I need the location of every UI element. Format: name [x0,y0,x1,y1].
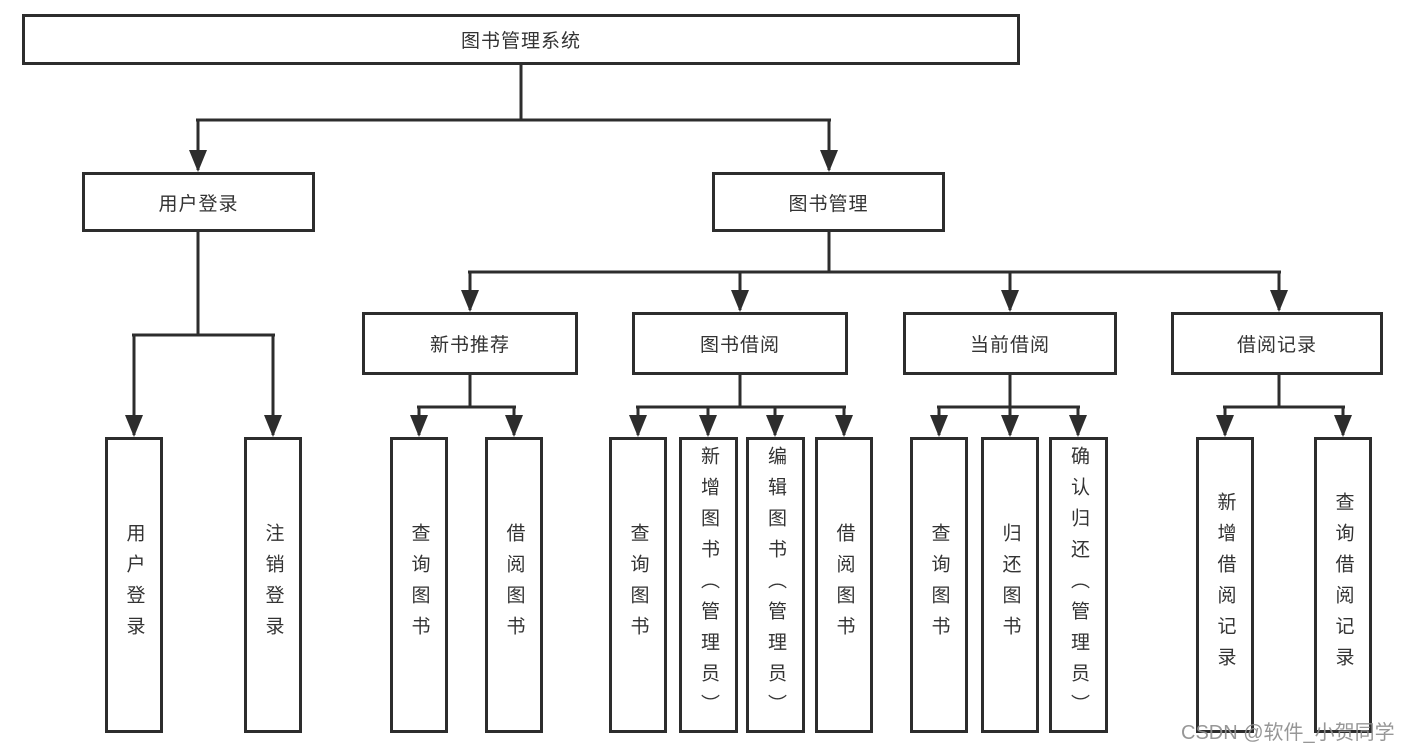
leaf-current-query-books: 查询图书 [910,437,968,733]
node-book-borrow-label: 图书借阅 [699,335,780,356]
node-current-borrow: 当前借阅 [903,312,1117,375]
leaf-logout-label: 注销登录 [262,523,284,647]
leaf-query-borrow-record-label: 查询借阅记录 [1332,492,1354,678]
leaf-add-books-admin: 新增图书（管理员） [679,437,738,733]
leaf-return-books-label: 归还图书 [999,523,1021,647]
node-borrow-records: 借阅记录 [1171,312,1383,375]
leaf-add-borrow-record-label: 新增借阅记录 [1214,492,1236,678]
leaf-add-borrow-record: 新增借阅记录 [1196,437,1254,733]
node-user-login-label: 用户登录 [158,193,239,215]
leaf-borrow-books: 借阅图书 [815,437,873,733]
leaf-current-query-books-label: 查询图书 [928,523,950,647]
node-current-borrow-label: 当前借阅 [969,335,1050,356]
leaf-recommend-query-books: 查询图书 [390,437,448,733]
leaf-borrow-query-books: 查询图书 [609,437,667,733]
leaf-recommend-borrow-books: 借阅图书 [485,437,543,733]
leaf-borrow-books-label: 借阅图书 [833,523,855,647]
leaf-return-books: 归还图书 [981,437,1039,733]
node-library-system-label: 图书管理系统 [460,31,581,52]
leaf-add-books-admin-label: 新增图书（管理员） [698,445,719,725]
node-new-book-recommend: 新书推荐 [362,312,578,375]
leaf-confirm-return-admin-label: 确认归还（管理员） [1068,445,1089,725]
leaf-borrow-query-books-label: 查询图书 [627,523,649,647]
leaf-query-borrow-record: 查询借阅记录 [1314,437,1372,733]
node-user-login: 用户登录 [82,172,315,232]
node-book-management: 图书管理 [712,172,945,232]
leaf-recommend-borrow-books-label: 借阅图书 [503,523,525,647]
node-book-management-label: 图书管理 [788,193,869,215]
leaf-edit-books-admin-label: 编辑图书（管理员） [765,445,786,725]
node-new-book-recommend-label: 新书推荐 [429,335,510,356]
leaf-edit-books-admin: 编辑图书（管理员） [746,437,805,733]
leaf-user-login-label: 用户登录 [123,523,145,647]
leaf-recommend-query-books-label: 查询图书 [408,523,430,647]
node-library-system: 图书管理系统 [22,14,1020,65]
leaf-user-login: 用户登录 [105,437,163,733]
csdn-watermark: CSDN @软件_小贺同学 [1181,722,1395,744]
leaf-logout: 注销登录 [244,437,302,733]
node-borrow-records-label: 借阅记录 [1236,335,1317,356]
node-book-borrow: 图书借阅 [632,312,848,375]
leaf-confirm-return-admin: 确认归还（管理员） [1049,437,1108,733]
